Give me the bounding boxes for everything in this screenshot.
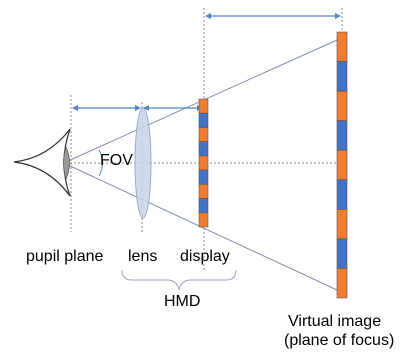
fov-arc <box>98 149 103 177</box>
hmd-label: HMD <box>164 293 201 310</box>
virtual-image-segment-orange <box>336 90 348 121</box>
lens-label: lens <box>128 248 158 265</box>
display-strip <box>198 98 209 228</box>
virtual-image-segment-orange <box>336 209 348 240</box>
virtual-image-segment-blue <box>336 120 348 151</box>
display-segment-orange <box>198 184 209 199</box>
hmd-bracket <box>121 269 237 291</box>
pupil-to-lens-arrow <box>72 105 141 111</box>
plane-of-focus-label: (plane of focus) <box>284 332 395 349</box>
display-to-virtual-image-arrow <box>205 13 341 19</box>
fov-label: FOV <box>100 152 133 169</box>
virtual-image-segment-blue <box>336 179 348 210</box>
display-segment-orange <box>198 127 209 142</box>
display-segment-blue <box>198 198 209 214</box>
display-segment-blue <box>198 169 209 185</box>
virtual-image-segment-blue <box>336 61 348 92</box>
virtual-image-segment-orange <box>336 149 348 181</box>
lens-to-display-arrow <box>143 105 203 111</box>
display-segment-orange <box>198 212 209 228</box>
virtual-image-segment-blue <box>336 238 348 269</box>
virtual-image-label: Virtual image <box>288 313 382 330</box>
display-segment-blue <box>198 141 209 157</box>
virtual-image-strip <box>336 31 348 299</box>
lower-ray <box>67 164 338 291</box>
virtual-image-segment-orange <box>336 268 348 299</box>
pupil-plane-label: pupil plane <box>26 248 104 265</box>
eye-icon <box>13 128 71 197</box>
display-label: display <box>180 248 230 265</box>
display-segment-orange <box>198 98 209 114</box>
display-segment-blue <box>198 112 209 128</box>
display-segment-orange <box>198 155 209 171</box>
lens-shape <box>134 107 152 219</box>
virtual-image-segment-orange <box>336 31 348 62</box>
